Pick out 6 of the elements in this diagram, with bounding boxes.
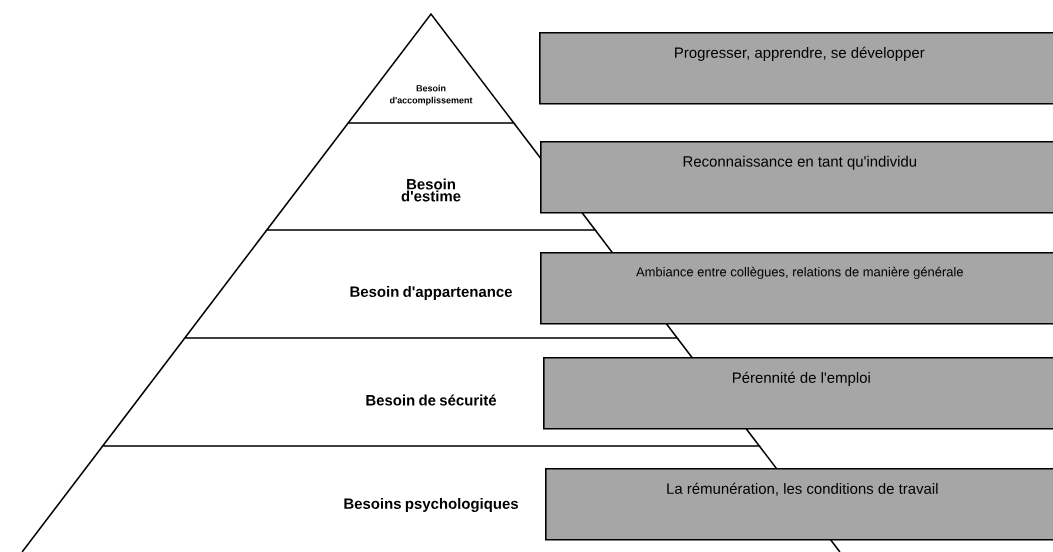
- text-box: Reconnaissance en tant qu'individu: [540, 141, 1053, 214]
- pyramid-layer: Besoin d'estime: [265, 122, 597, 231]
- text-box: Progresser, apprendre, se développer: [539, 32, 1053, 105]
- text-box: La rémunération, les conditions de travail: [545, 467, 1053, 541]
- text-box: Pérennité de l'emploi: [543, 357, 1053, 430]
- text-box: Ambiance entre collègues, relations de manière générale: [540, 252, 1053, 325]
